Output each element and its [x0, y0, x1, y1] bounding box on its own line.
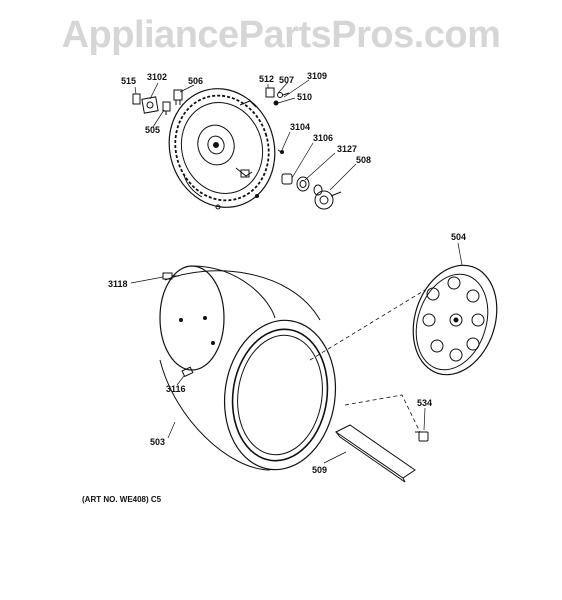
- rear-bulkhead-assembly: [168, 88, 276, 210]
- part-label-3109: 3109: [307, 71, 327, 81]
- part-label-509: 509: [312, 465, 327, 475]
- part-label-506: 506: [188, 76, 203, 86]
- part-label-507: 507: [279, 75, 294, 85]
- screw-3118: [162, 272, 179, 280]
- part-label-3116: 3116: [166, 384, 186, 394]
- part-label-3102: 3102: [147, 72, 167, 82]
- screw-534: [415, 431, 429, 442]
- part-label-515: 515: [121, 76, 136, 86]
- part-label-504: 504: [451, 232, 466, 242]
- watermark-text: AppliancePartsPros.com: [61, 14, 501, 56]
- part-label-508: 508: [356, 155, 371, 165]
- part-label-3106: 3106: [313, 133, 333, 143]
- part-label-3127: 3127: [337, 144, 357, 154]
- drum: [159, 265, 337, 471]
- drum-back-panel: [412, 264, 498, 376]
- drum-baffle: [335, 424, 416, 483]
- part-label-3104: 3104: [290, 122, 310, 132]
- part-label-503: 503: [150, 437, 165, 447]
- art-number-caption: (ART NO. WE408) C5: [82, 495, 162, 504]
- thermostat-parts: [132, 89, 183, 115]
- part-label-505: 505: [145, 125, 160, 135]
- rear-bearing-parts: [255, 87, 342, 210]
- part-label-534: 534: [417, 398, 432, 408]
- part-label-510: 510: [297, 92, 312, 102]
- part-label-512: 512: [259, 74, 274, 84]
- part-label-3118: 3118: [108, 279, 128, 289]
